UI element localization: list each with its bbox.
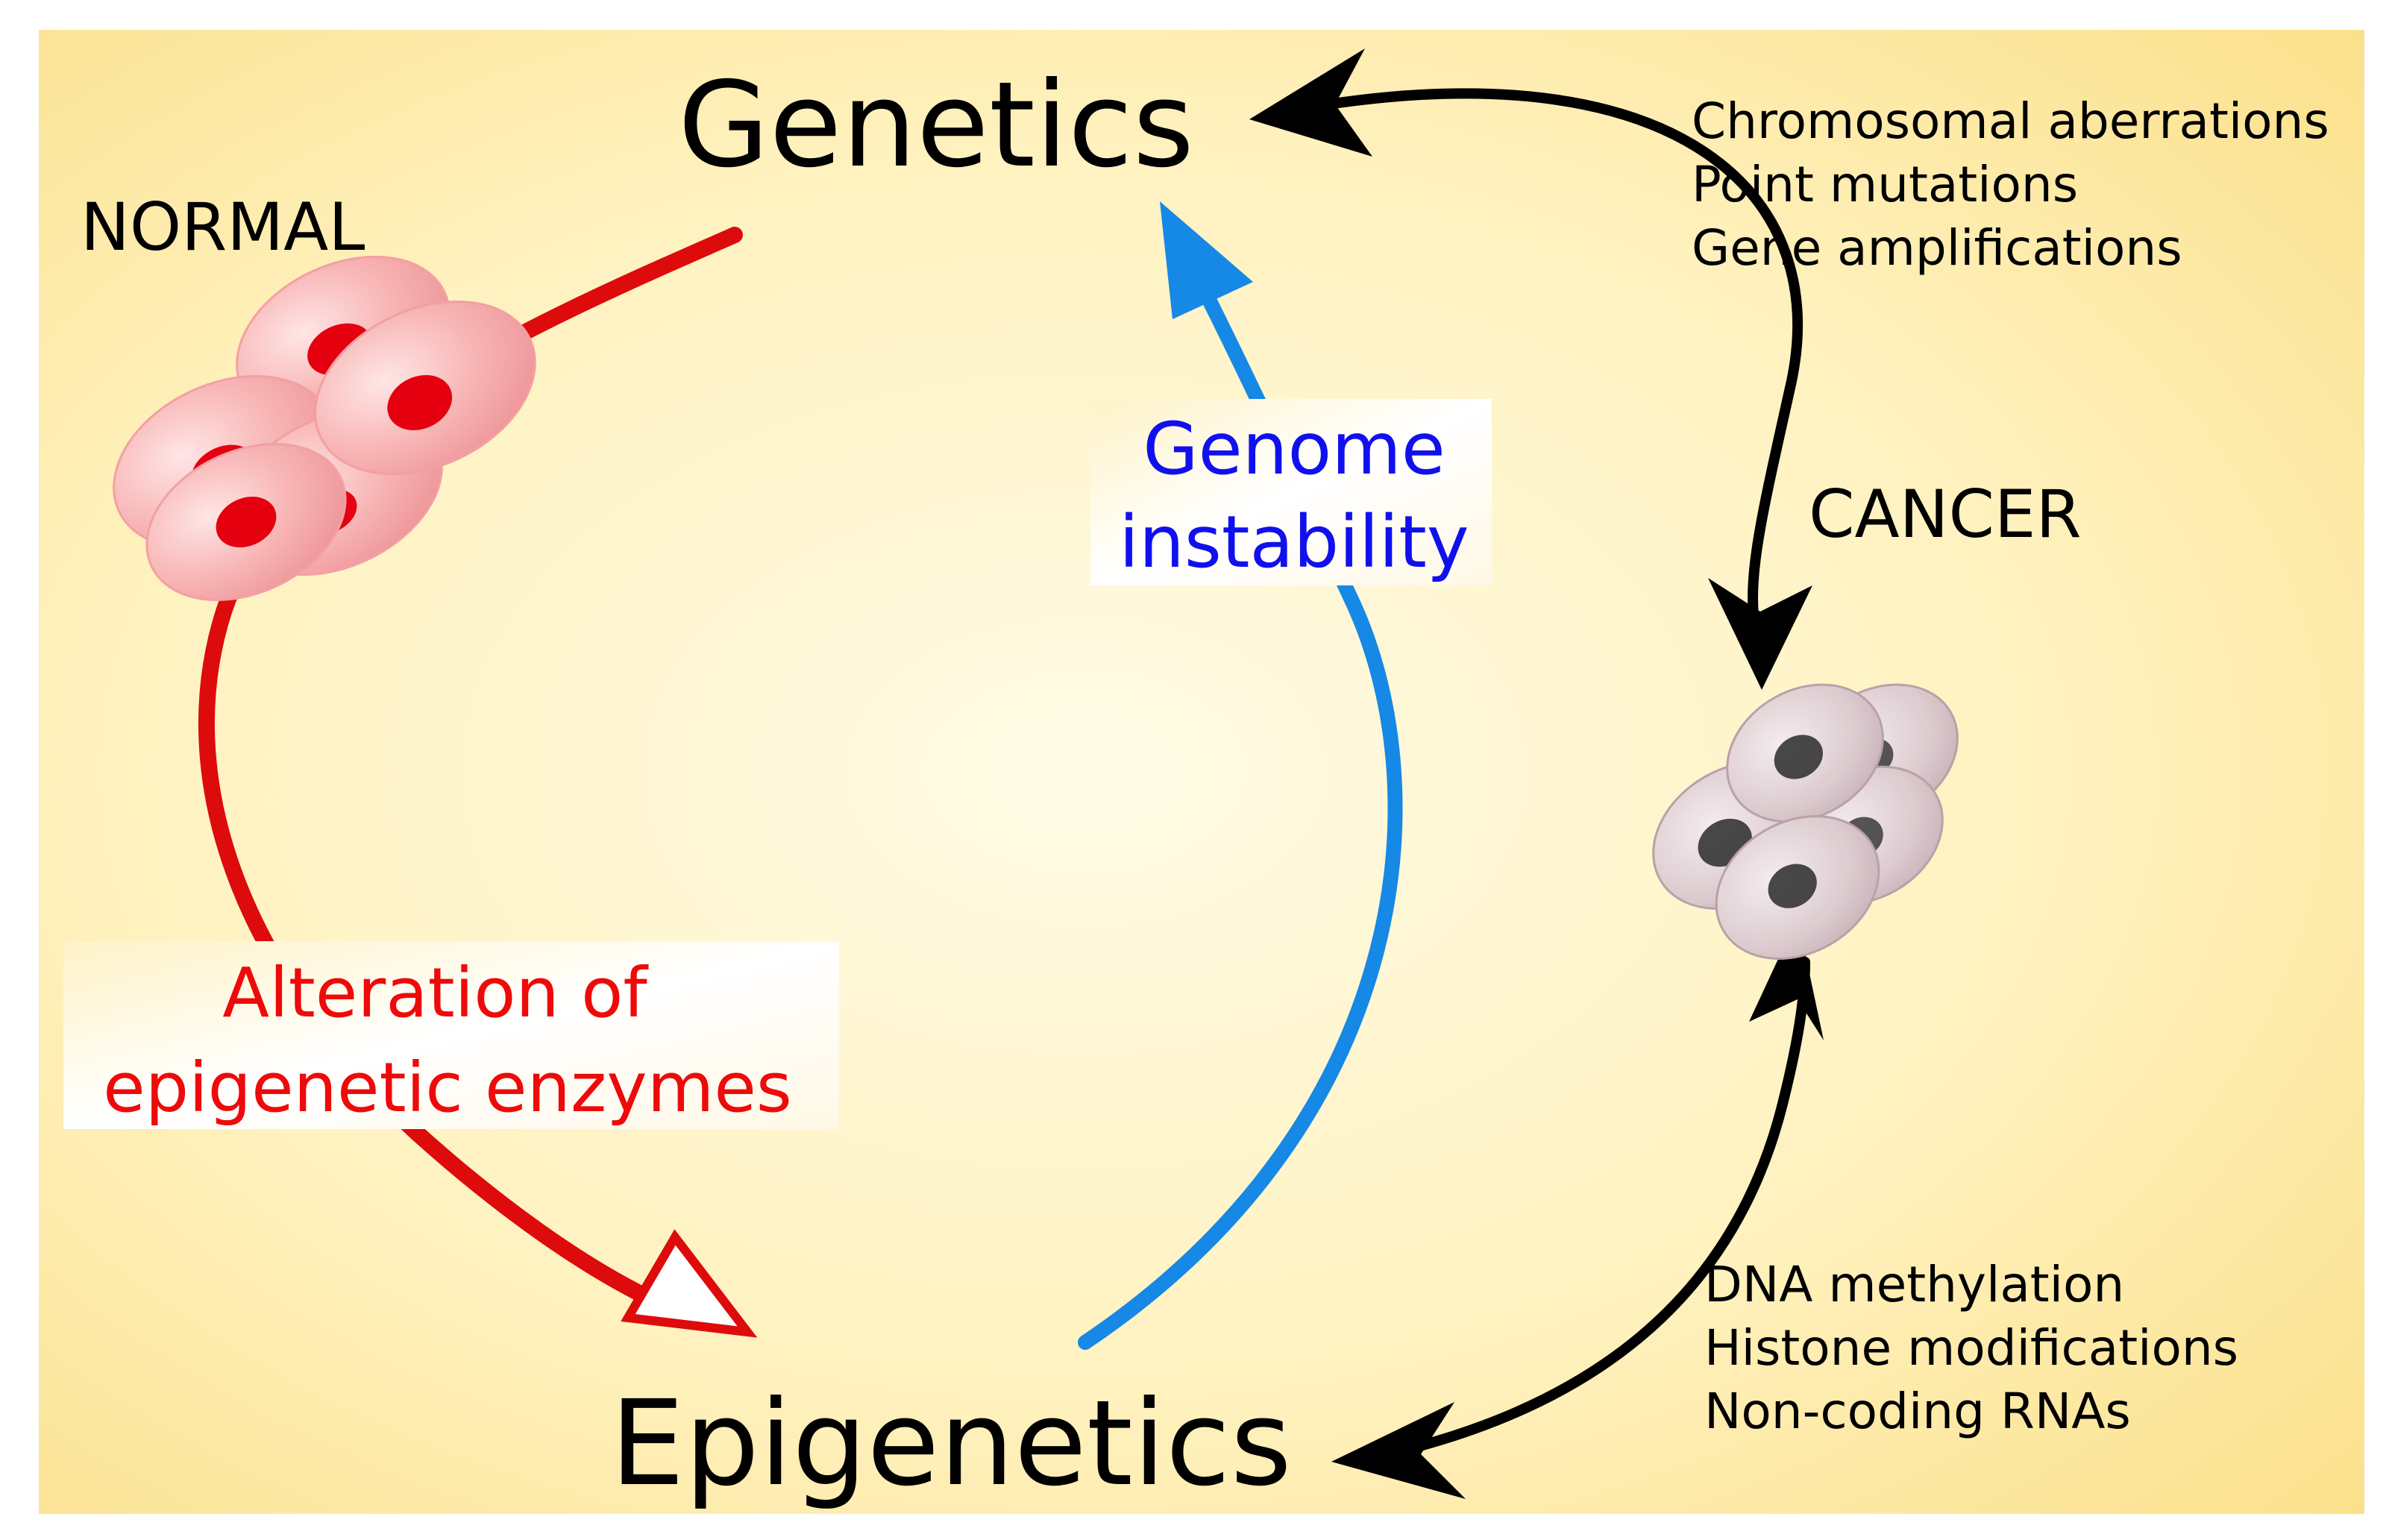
black-arrowhead-cancer-lower: [1749, 917, 1824, 1040]
normal-cells-cluster: [113, 255, 536, 601]
genome-instability-label-line2: instability: [1119, 500, 1469, 584]
cancer-label: CANCER: [1809, 476, 2082, 553]
epigenetic-alteration-item: Histone modifications: [1704, 1319, 2238, 1377]
black-arrow-epigenetics-cancer: [1382, 957, 1810, 1459]
genetic-alteration-item: Chromosomal aberrations: [1692, 92, 2329, 150]
epigenetic-alteration-item: Non-coding RNAs: [1704, 1383, 2131, 1440]
cancer-cells-cluster: [1652, 683, 1959, 960]
alteration-box: [63, 941, 839, 1129]
genetics-label: Genetics: [678, 57, 1194, 194]
normal-label: NORMAL: [81, 189, 365, 265]
genetic-alteration-item: Point mutations: [1692, 156, 2078, 213]
black-arrowhead-genetics: [1249, 48, 1372, 157]
epigenetic-alteration-item: DNA methylation: [1704, 1256, 2124, 1313]
red-arrow-head: [621, 1229, 758, 1338]
black-arrow-genetics-cancer: [1322, 88, 1803, 643]
blue-arrow-head: [1160, 201, 1253, 319]
alteration-label-line1: Alteration of: [222, 953, 649, 1033]
genetic-alteration-item: Gene amplifications: [1692, 219, 2182, 277]
genome-instability-box: [1090, 399, 1492, 585]
black-arrowhead-epigenetics: [1331, 1402, 1466, 1499]
black-arrowhead-cancer: [1708, 578, 1812, 690]
epigenetics-label: Epigenetics: [610, 1375, 1292, 1512]
alteration-label-line2: epigenetic enzymes: [103, 1048, 792, 1128]
genome-instability-label-line1: Genome: [1143, 407, 1445, 491]
